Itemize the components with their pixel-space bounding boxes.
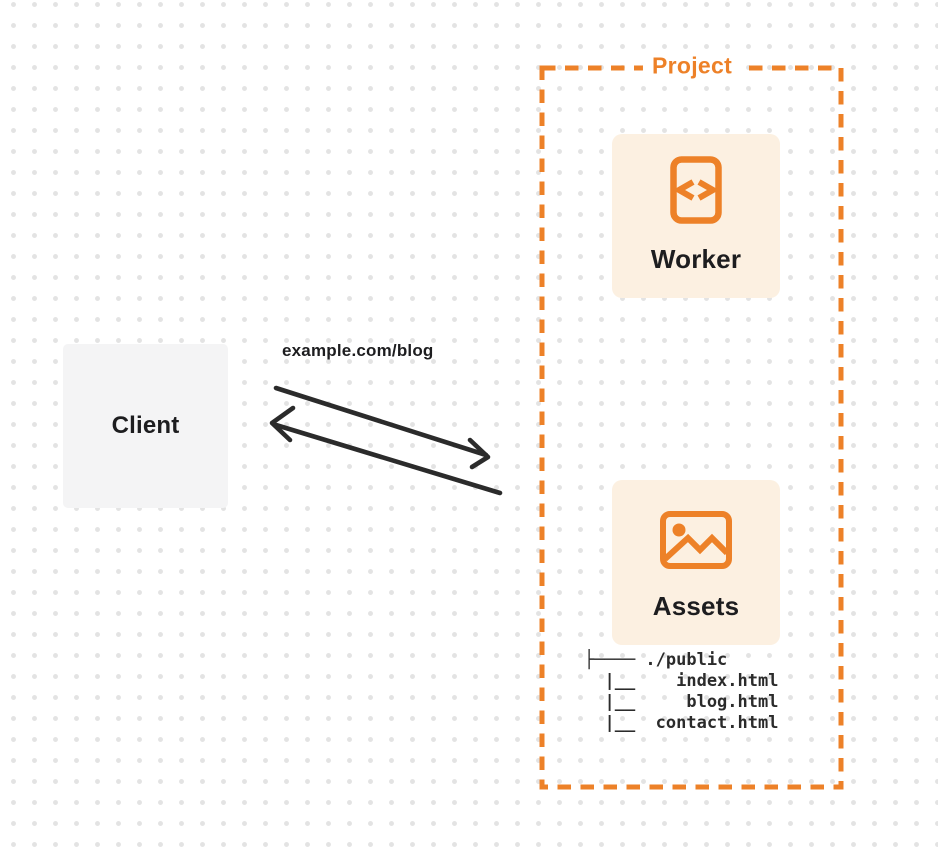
code-document-icon	[670, 156, 722, 229]
file-tree-line: |__ contact.html	[584, 713, 779, 733]
assets-label: Assets	[652, 591, 740, 621]
project-label: Project	[642, 52, 742, 80]
response-arrowhead-icon	[269, 405, 296, 443]
client-label: Client	[111, 412, 180, 439]
assets-node: Assets	[612, 480, 780, 645]
worker-label: Worker	[650, 244, 742, 274]
client-node: Client	[63, 344, 228, 508]
file-tree-line: |__ blog.html	[584, 692, 779, 712]
assets-file-tree: ├──── ./public |__ index.html |__ blog.h…	[584, 650, 778, 734]
request-arrowhead-icon	[467, 437, 491, 470]
image-icon	[660, 511, 732, 574]
request-arrow	[273, 385, 491, 470]
worker-node: Worker	[612, 134, 780, 298]
file-tree-line: ├──── ./public	[584, 650, 728, 670]
response-arrow	[269, 405, 503, 496]
request-url-label: example.com/blog	[282, 341, 434, 360]
file-tree-line: |__ index.html	[584, 671, 779, 691]
